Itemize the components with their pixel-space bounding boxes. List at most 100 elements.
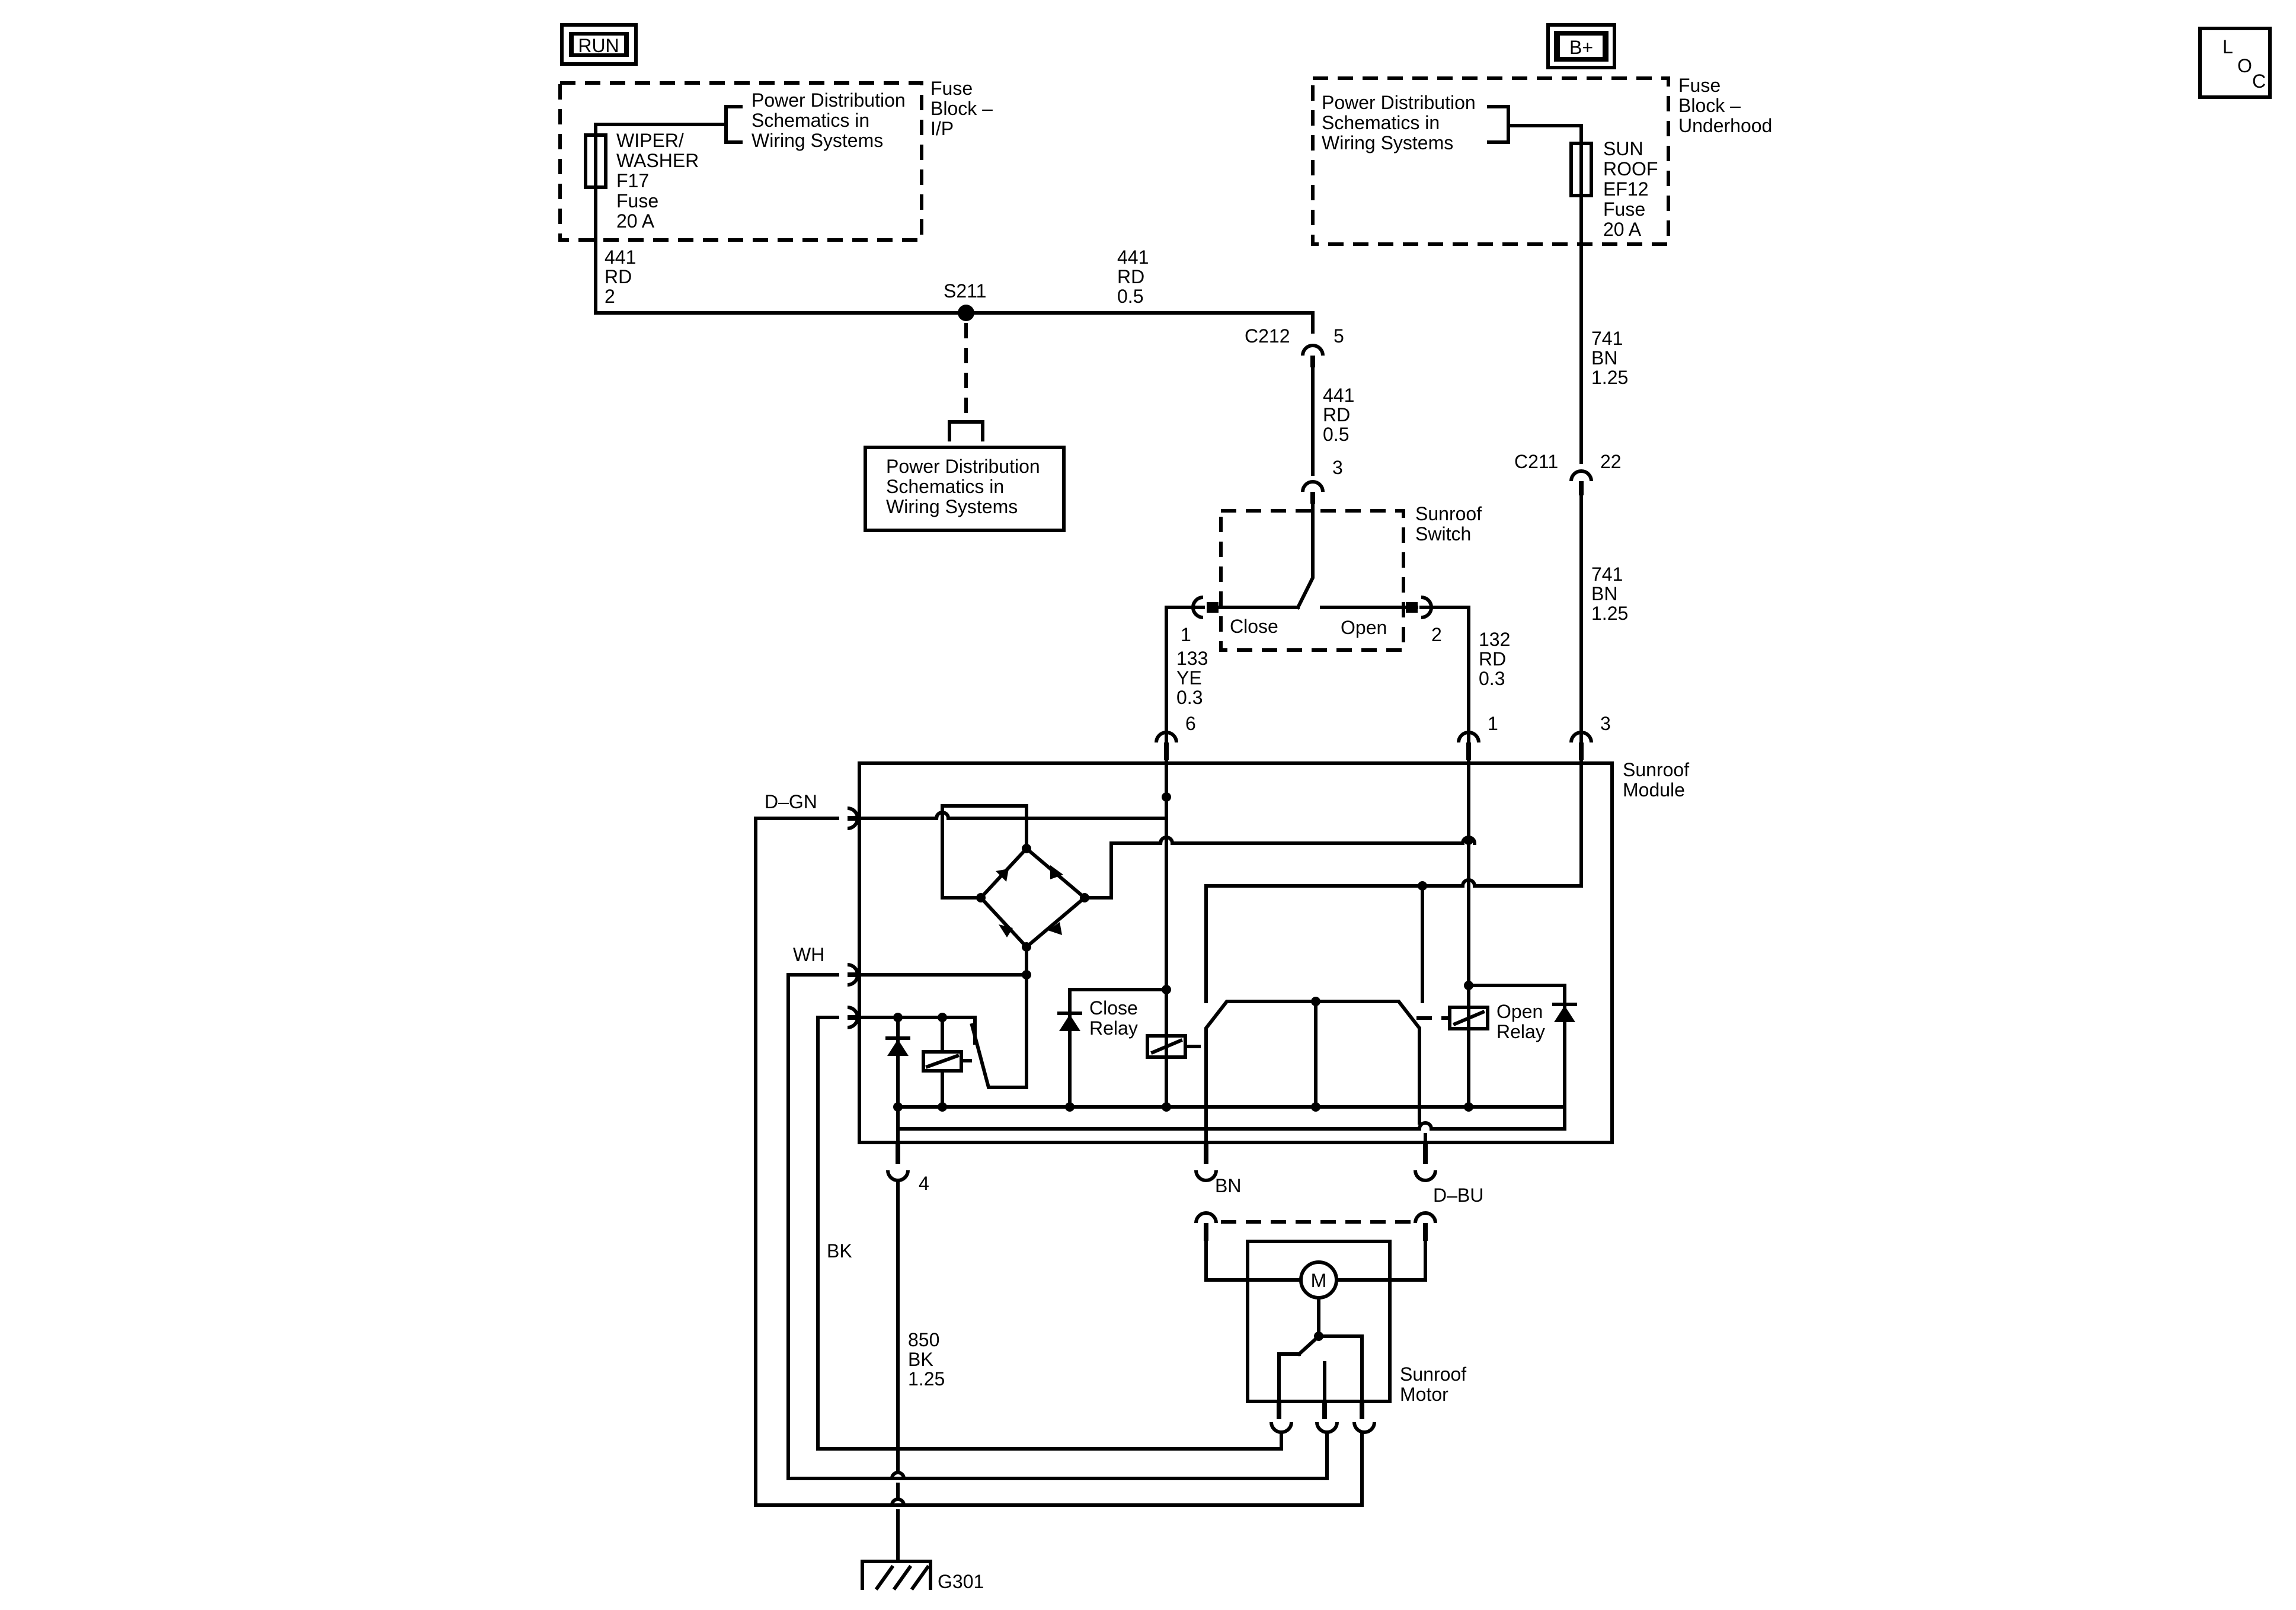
svg-text:441: 441 [605,247,636,268]
fuse-underhood-feed [1487,105,1583,145]
svg-text:Power Distribution: Power Distribution [886,456,1040,477]
relay-contact-frame [1204,1000,1421,1036]
wire-441-mid-label: 441 RD 0.5 [1323,385,1354,445]
sunroof-motor-title: Sunroof Motor [1400,1363,1466,1405]
svg-text:850: 850 [908,1329,939,1350]
svg-text:Fuse: Fuse [930,78,973,99]
module-wh-label: WH [793,944,824,965]
svg-text:Schematics in: Schematics in [752,110,869,131]
switch-pin3-icon [1301,480,1325,492]
bplus-tag-outer [1546,23,1616,69]
sunroof-module-title: Sunroof Module [1623,759,1689,801]
svg-text:Sunroof: Sunroof [1400,1363,1466,1385]
fuse-block-ip-title: Fuse Block – I/P [930,78,993,139]
svg-text:Wiring Systems: Wiring Systems [752,130,883,151]
sunroof-module-outline [858,761,1614,1144]
svg-text:BN: BN [1591,583,1617,604]
loc-icon: L O C [2198,27,2272,99]
svg-text:Fuse: Fuse [1603,199,1645,220]
svg-text:WASHER: WASHER [616,150,699,171]
wire-132-label: 132 RD 0.3 [1479,629,1510,689]
svg-text:0.3: 0.3 [1176,687,1203,708]
motor-m-label: M [1311,1270,1327,1291]
svg-text:Relay: Relay [1496,1021,1545,1042]
c211-pin-icon [1569,469,1593,482]
svg-text:BN: BN [1591,347,1617,369]
switch-pin3-label: 3 [1332,457,1343,478]
svg-text:Sunroof: Sunroof [1415,503,1482,524]
motor-conn-dbu-icon [1414,1211,1437,1224]
svg-text:Relay: Relay [1089,1017,1138,1039]
svg-text:741: 741 [1591,564,1623,585]
svg-text:1.25: 1.25 [1591,603,1628,624]
svg-text:Schematics in: Schematics in [1322,112,1440,133]
bn-label: BN [1215,1175,1241,1196]
switch-pin1-label: 1 [1181,624,1191,645]
svg-text:Wiring Systems: Wiring Systems [886,496,1018,517]
wire-441-run [594,185,1315,334]
svg-text:441: 441 [1117,247,1149,268]
svg-text:2: 2 [605,286,615,307]
bplus-tag-label: B+ [1569,37,1593,58]
svg-text:Underhood: Underhood [1678,115,1772,136]
module-pin4-label: 4 [919,1173,929,1194]
svg-text:RD: RD [1323,404,1350,425]
dbu-label: D–BU [1433,1185,1483,1206]
module-dgn-label: D–GN [765,791,817,812]
module-bn-pin-icon [1194,1170,1218,1182]
svg-text:132: 132 [1479,629,1510,650]
wire-850-label: 850 BK 1.25 [908,1329,945,1390]
ground-icon [861,1560,932,1591]
splice-ref-bracket [948,420,984,441]
module-pin6-label: 6 [1185,713,1196,734]
wire-133-label: 133 YE 0.3 [1176,648,1208,708]
svg-text:F17: F17 [616,170,649,191]
run-tag-label: RUN [578,35,619,56]
svg-text:EF12: EF12 [1603,178,1648,200]
module-bottom-bus [896,1000,1566,1131]
svg-text:Block –: Block – [1678,95,1741,116]
c212-pin: 5 [1334,325,1344,347]
bplus-tag-inner [1560,36,1603,57]
splice-s211-label: S211 [944,280,986,302]
wire-741-low-label: 741 BN 1.25 [1591,564,1628,624]
fuse-f17-label: WIPER/ WASHER F17 Fuse 20 A [616,130,699,232]
wire-wh-return [786,973,1329,1480]
c212-pin-icon [1301,344,1325,356]
motor-pin-c-icon [1352,1422,1376,1434]
svg-text:0.5: 0.5 [1117,286,1143,307]
wire-441-top-label: 441 RD 0.5 [1117,247,1149,307]
fuse-block-underhood-title: Fuse Block – Underhood [1678,75,1772,136]
fuse-ip-feed [594,105,743,144]
open-relay-diode-icon [1554,1006,1575,1022]
svg-text:Sunroof: Sunroof [1623,759,1689,780]
svg-text:1.25: 1.25 [1591,367,1628,388]
splice-ref-text: Power Distribution Schematics in Wiring … [886,456,1040,517]
svg-text:SUN: SUN [1603,138,1643,159]
svg-text:Close: Close [1089,997,1138,1019]
svg-text:20 A: 20 A [1603,219,1642,240]
svg-text:133: 133 [1176,648,1208,669]
ground-label: G301 [938,1571,984,1592]
sunroof-switch-outline [1219,509,1405,652]
svg-text:Wiring Systems: Wiring Systems [1322,132,1453,153]
svg-text:Motor: Motor [1400,1384,1448,1405]
switch-open-label: Open [1341,617,1387,638]
fuse-block-ip-ref: Power Distribution Schematics in Wiring … [752,89,906,151]
diode-icon [887,1039,909,1056]
wire-441-left-label: 441 RD 2 [605,247,636,307]
svg-text:Switch: Switch [1415,523,1471,545]
svg-text:20 A: 20 A [616,210,655,232]
svg-text:441: 441 [1323,385,1354,406]
close-relay-diode-icon [1059,1014,1080,1031]
module-pin3-label: 3 [1600,713,1611,734]
svg-text:Open: Open [1496,1001,1543,1022]
svg-text:0.5: 0.5 [1323,424,1349,445]
svg-text:Power Distribution: Power Distribution [1322,92,1476,113]
wire-741-top-label: 741 BN 1.25 [1591,328,1628,388]
switch-close-label: Close [1230,616,1278,637]
loc-c: C [2252,71,2266,92]
fuse-block-ip-outline [558,81,923,242]
svg-text:BK: BK [908,1349,933,1370]
loc-o: O [2237,55,2252,76]
